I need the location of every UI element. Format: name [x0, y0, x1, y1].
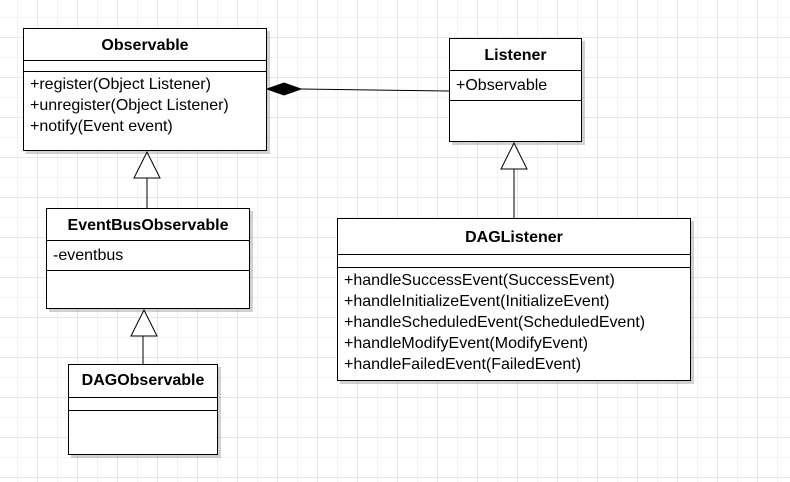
method-handle-scheduled-event: +handleScheduledEvent(ScheduledEvent) [344, 314, 646, 331]
method-handle-initialize-event: +handleInitializeEvent(InitializeEvent) [344, 293, 610, 310]
methods-event-bus-observable [47, 271, 249, 308]
generalization-arrow-listener [500, 141, 528, 170]
generalization-arrow-eventbus [130, 308, 158, 337]
class-name-event-bus-observable: EventBusObservable [47, 209, 249, 241]
class-dag-listener[interactable]: DAGListener +handleSuccessEvent(SuccessE… [337, 218, 691, 381]
method-unregister: +unregister(Object Listener) [30, 97, 229, 114]
attribute-observable: +Observable [456, 77, 548, 94]
class-event-bus-observable[interactable]: EventBusObservable -eventbus [46, 208, 250, 309]
class-name-dag-observable: DAGObservable [69, 365, 217, 398]
method-notify: +notify(Event event) [30, 118, 173, 135]
method-handle-success-event: +handleSuccessEvent(SuccessEvent) [344, 272, 615, 289]
attributes-dag-listener [338, 255, 690, 268]
method-handle-failed-event: +handleFailedEvent(FailedEvent) [344, 356, 582, 373]
class-name-dag-listener: DAGListener [338, 219, 690, 255]
methods-dag-listener: +handleSuccessEvent(SuccessEvent) +handl… [338, 268, 690, 380]
composition-line [300, 88, 450, 92]
generalization-arrow-observable [133, 150, 161, 179]
methods-listener [450, 101, 581, 141]
attributes-observable [24, 61, 266, 72]
class-observable[interactable]: Observable +register(Object Listener) +u… [23, 28, 267, 151]
attributes-event-bus-observable: -eventbus [47, 241, 249, 271]
methods-observable: +register(Object Listener) +unregister(O… [24, 72, 266, 150]
attribute-eventbus: -eventbus [53, 247, 124, 264]
class-name-observable: Observable [24, 29, 266, 61]
method-handle-modify-event: +handleModifyEvent(ModifyEvent) [344, 335, 589, 352]
attributes-dag-observable [69, 398, 217, 411]
composition-diamond [265, 82, 303, 96]
method-register: +register(Object Listener) [30, 76, 211, 93]
methods-dag-observable [69, 411, 217, 454]
class-listener[interactable]: Listener +Observable [449, 38, 582, 142]
attributes-listener: +Observable [450, 71, 581, 101]
class-name-listener: Listener [450, 39, 581, 71]
class-dag-observable[interactable]: DAGObservable [68, 364, 218, 455]
